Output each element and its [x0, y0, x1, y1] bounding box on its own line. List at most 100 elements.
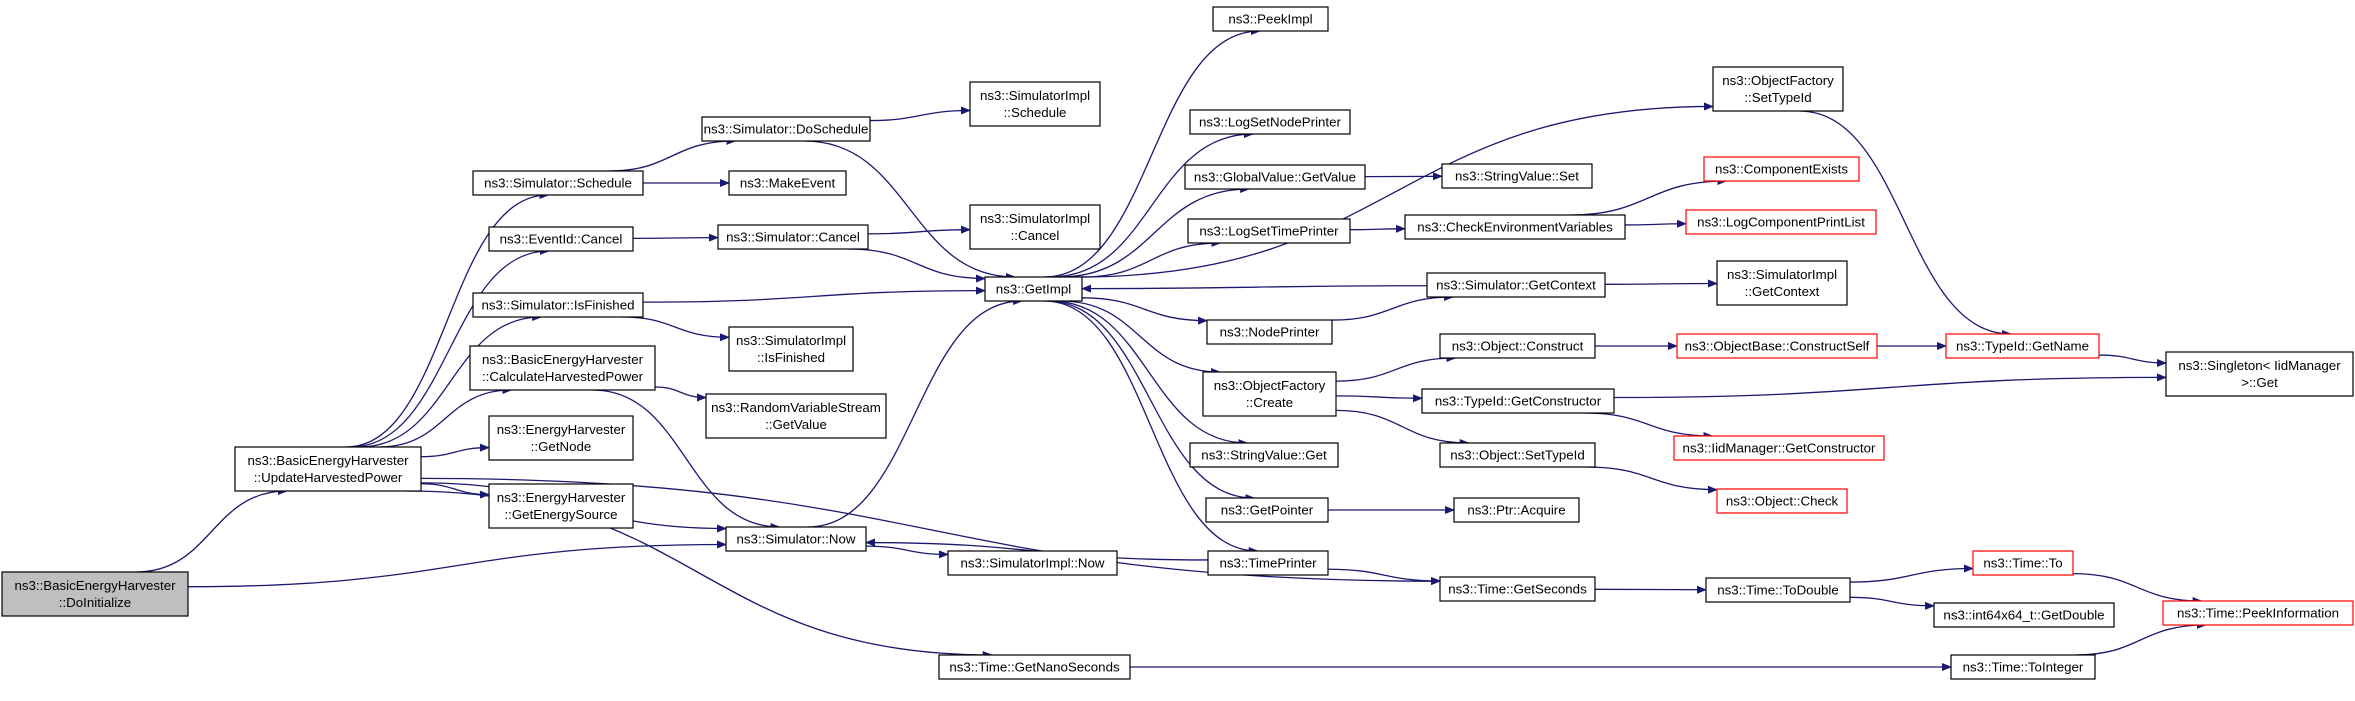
node-time-getseconds[interactable]: ns3::Time::GetSeconds — [1439, 576, 1596, 602]
node-objbase-constructself[interactable]: ns3::ObjectBase::ConstructSelf — [1676, 333, 1878, 359]
node-label: ns3::ObjectBase::ConstructSelf — [1685, 339, 1870, 354]
node-label: ns3::Simulator::GetContext — [1436, 278, 1596, 293]
node-timeprinter[interactable]: ns3::TimePrinter — [1207, 550, 1329, 576]
node-box — [1189, 442, 1339, 468]
node-sim-cancel[interactable]: ns3::Simulator::Cancel — [717, 224, 869, 250]
node-calc-power[interactable]: ns3::BasicEnergyHarvester::CalculateHarv… — [469, 345, 656, 391]
node-obj-settypeid[interactable]: ns3::Object::SetTypeId — [1439, 442, 1596, 468]
node-logsetnodeprinter[interactable]: ns3::LogSetNodePrinter — [1189, 109, 1351, 135]
edge-update-to-eh_getnode — [420, 443, 490, 458]
node-component-exists[interactable]: ns3::ComponentExists — [1703, 156, 1860, 182]
node-label: ns3::SimulatorImpl::Now — [960, 556, 1104, 571]
node-box — [728, 326, 854, 372]
node-object-check[interactable]: ns3::Object::Check — [1716, 488, 1848, 514]
node-label: ns3::EnergyHarvester — [497, 422, 626, 437]
node-label: ::Cancel — [1011, 228, 1060, 243]
node-typeid-getname[interactable]: ns3::TypeId::GetName — [1945, 333, 2100, 359]
node-box — [234, 446, 422, 492]
edge-sim_getcontext-to-getimpl — [1081, 284, 1428, 293]
edge-sim_doschedule-to-simimpl_schedule — [869, 106, 971, 122]
node-label: ns3::Simulator::DoSchedule — [704, 122, 869, 137]
edge-update-to-sim_schedule — [345, 191, 550, 448]
node-logcomp-printlist[interactable]: ns3::LogComponentPrintList — [1685, 209, 1877, 235]
edge-of_create-to-obj_settypeid — [1335, 409, 1470, 447]
edge-root-to-sim_now — [187, 540, 727, 588]
node-label: ns3::Singleton< IidManager — [2178, 358, 2341, 373]
node-eventid-cancel[interactable]: ns3::EventId::Cancel — [488, 226, 634, 252]
node-box — [1, 571, 189, 617]
node-label: ns3::LogComponentPrintList — [1697, 215, 1865, 230]
node-sim-getcontext[interactable]: ns3::Simulator::GetContext — [1426, 272, 1606, 298]
edge-of_settypeid-to-typeid_getname — [1798, 110, 2013, 338]
edge-of_create-to-typeid_getctor — [1335, 394, 1423, 403]
node-label: ns3::TypeId::GetName — [1956, 339, 2089, 354]
edge-sim_now-to-getimpl — [807, 297, 1024, 528]
node-label: ns3::GlobalValue::GetValue — [1194, 170, 1356, 185]
node-box — [1189, 109, 1351, 135]
node-int64x64-getdouble[interactable]: ns3::int64x64_t::GetDouble — [1933, 602, 2115, 628]
node-box — [488, 226, 634, 252]
node-label: ns3::ObjectFactory — [1722, 73, 1834, 88]
node-label: ::IsFinished — [757, 350, 825, 365]
node-simimpl-schedule[interactable]: ns3::SimulatorImpl::Schedule — [969, 81, 1101, 127]
node-box — [701, 116, 871, 142]
node-box — [1439, 576, 1596, 602]
node-simimpl-now[interactable]: ns3::SimulatorImpl::Now — [947, 550, 1118, 576]
node-eh-getsource[interactable]: ns3::EnergyHarvester::GetEnergySource — [488, 483, 634, 529]
node-getimpl[interactable]: ns3::GetImpl — [984, 276, 1083, 302]
node-label: ns3::SimulatorImpl — [1727, 267, 1837, 282]
node-eh-getnode[interactable]: ns3::EnergyHarvester::GetNode — [488, 415, 634, 461]
node-sim-schedule[interactable]: ns3::Simulator::Schedule — [472, 170, 644, 196]
node-sim-now[interactable]: ns3::Simulator::Now — [725, 526, 867, 552]
node-label: ns3::BasicEnergyHarvester — [482, 352, 644, 367]
node-make-event[interactable]: ns3::MakeEvent — [728, 170, 847, 196]
node-box — [938, 654, 1131, 680]
node-label: ns3::Time::ToDouble — [1717, 583, 1838, 598]
node-time-getnanoseconds[interactable]: ns3::Time::GetNanoSeconds — [938, 654, 1131, 680]
node-singleton-get[interactable]: ns3::Singleton< IidManager>::Get — [2165, 351, 2354, 397]
node-typeid-getctor[interactable]: ns3::TypeId::GetConstructor — [1421, 388, 1615, 414]
node-of-settypeid[interactable]: ns3::ObjectFactory::SetTypeId — [1712, 66, 1844, 112]
node-label: ns3::SimulatorImpl — [736, 333, 846, 348]
node-root[interactable]: ns3::BasicEnergyHarvester::DoInitialize — [1, 571, 189, 617]
node-update[interactable]: ns3::BasicEnergyHarvester::UpdateHarvest… — [234, 446, 422, 492]
node-rvs-getvalue[interactable]: ns3::RandomVariableStream::GetValue — [705, 393, 887, 439]
node-check-env[interactable]: ns3::CheckEnvironmentVariables — [1404, 214, 1626, 240]
node-time-peekinfo[interactable]: ns3::Time::PeekInformation — [2162, 600, 2354, 626]
node-label: ns3::NodePrinter — [1220, 325, 1320, 340]
node-box — [1439, 442, 1596, 468]
node-ptr-acquire[interactable]: ns3::Ptr::Acquire — [1453, 497, 1580, 523]
edge-getimpl-to-logsetnodeprinter — [1050, 130, 1255, 278]
node-peekimpl[interactable]: ns3::PeekImpl — [1212, 6, 1329, 32]
node-box — [1712, 66, 1844, 112]
node-time-to[interactable]: ns3::Time::To — [1972, 550, 2074, 576]
node-sim-isfinished[interactable]: ns3::Simulator::IsFinished — [472, 292, 644, 318]
node-gv-getvalue[interactable]: ns3::GlobalValue::GetValue — [1184, 164, 1366, 190]
node-box — [1207, 550, 1329, 576]
edge-calc_power-to-rvs_getvalue — [654, 386, 707, 402]
node-sim-doschedule[interactable]: ns3::Simulator::DoSchedule — [701, 116, 871, 142]
node-time-tointeger[interactable]: ns3::Time::ToInteger — [1950, 654, 2096, 680]
node-sv-set[interactable]: ns3::StringValue::Set — [1441, 163, 1593, 189]
node-simimpl-getcontext[interactable]: ns3::SimulatorImpl::GetContext — [1716, 260, 1848, 306]
node-box — [1184, 164, 1366, 190]
node-box — [725, 526, 867, 552]
node-iidmgr-getctor[interactable]: ns3::IidManager::GetConstructor — [1673, 435, 1885, 461]
edge-time_todouble-to-int64x64_getdouble — [1849, 596, 1935, 610]
node-obj-construct[interactable]: ns3::Object::Construct — [1439, 333, 1596, 359]
node-box — [1716, 260, 1848, 306]
node-nodeprinter[interactable]: ns3::NodePrinter — [1206, 319, 1333, 345]
node-sv-get[interactable]: ns3::StringValue::Get — [1189, 442, 1339, 468]
edge-getimpl-to-nodeprinter — [1081, 297, 1208, 325]
edge-check_env-to-logcomp_printlist — [1624, 219, 1687, 228]
node-simimpl-cancel[interactable]: ns3::SimulatorImpl::Cancel — [969, 204, 1101, 250]
node-time-todouble[interactable]: ns3::Time::ToDouble — [1705, 577, 1851, 603]
node-box — [1703, 156, 1860, 182]
node-of-create[interactable]: ns3::ObjectFactory::Create — [1202, 371, 1337, 417]
node-logsettimeprinter[interactable]: ns3::LogSetTimePrinter — [1187, 218, 1351, 244]
node-getpointer[interactable]: ns3::GetPointer — [1205, 497, 1329, 523]
node-simimpl-isfinished[interactable]: ns3::SimulatorImpl::IsFinished — [728, 326, 854, 372]
node-label: ns3::Simulator::Now — [737, 532, 856, 547]
node-label: ::Create — [1246, 395, 1293, 410]
